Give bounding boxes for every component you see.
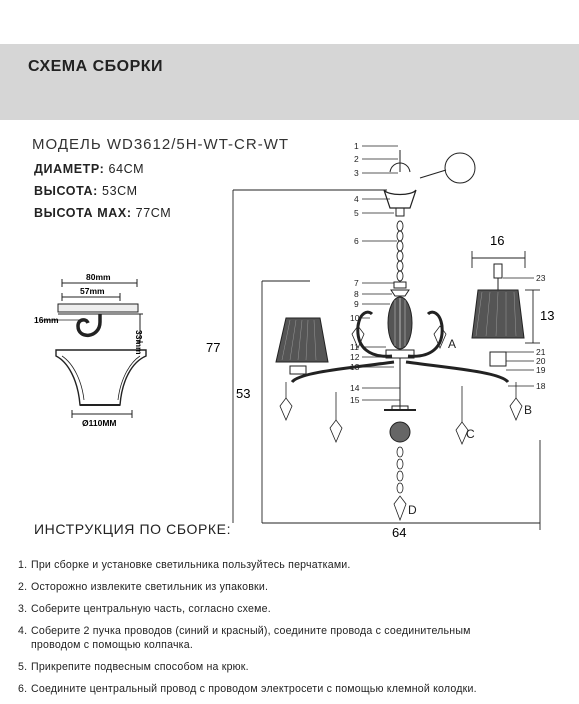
spec-label: ДИАМЕТР: bbox=[34, 162, 105, 176]
chandelier bbox=[275, 150, 525, 522]
part-number: 15 bbox=[350, 395, 360, 405]
dim-shade-height: 13 bbox=[540, 308, 554, 323]
step-number: 4. bbox=[18, 625, 28, 637]
instruction-step: 5.Прикрепите подвесным способом на крюк. bbox=[18, 660, 578, 674]
step-number: 3. bbox=[18, 603, 28, 615]
header-band: СХЕМА СБОРКИ bbox=[0, 44, 579, 120]
step-text: Соедините центральный провод с проводом … bbox=[31, 683, 477, 695]
instruction-step: 4.Соберите 2 пучка проводов (синий и кра… bbox=[18, 624, 578, 652]
spec-value: 64СМ bbox=[108, 162, 145, 176]
dim-shade-width: 16 bbox=[490, 233, 504, 248]
instructions-list: 1.При сборке и установке светильника пол… bbox=[18, 558, 578, 704]
part-number: 13 bbox=[350, 362, 360, 372]
instruction-step: 3.Соберите центральную часть, согласно с… bbox=[18, 602, 578, 616]
spec-label: ВЫСОТА: bbox=[34, 184, 98, 198]
letter-label: C bbox=[466, 427, 475, 441]
step-text: Осторожно извлеките светильник из упаков… bbox=[31, 581, 269, 593]
step-text: Прикрепите подвесным способом на крюк. bbox=[31, 661, 249, 673]
part-number: 11 bbox=[350, 342, 359, 352]
step-number: 2. bbox=[18, 581, 28, 593]
dim-80: 80mm bbox=[86, 272, 111, 282]
spec-value: 53СМ bbox=[102, 184, 138, 198]
dim-16: 16mm bbox=[34, 315, 59, 325]
spec-height-max: ВЫСОТА MAX: 77СМ bbox=[34, 206, 171, 220]
letter-label: A bbox=[448, 337, 456, 351]
instruction-step: 6.Соедините центральный провод с проводо… bbox=[18, 682, 578, 696]
instruction-step: 2.Осторожно извлеките светильник из упак… bbox=[18, 580, 578, 594]
part-number: 9 bbox=[354, 299, 359, 309]
part-number: 2 bbox=[354, 154, 359, 164]
part-number: 3 bbox=[354, 168, 359, 178]
dim-diameter: 64 bbox=[392, 525, 406, 540]
letter-label: D bbox=[408, 503, 417, 517]
spec-height: ВЫСОТА: 53СМ bbox=[34, 184, 138, 198]
step-text: При сборке и установке светильника польз… bbox=[31, 559, 351, 571]
part-number: 6 bbox=[354, 236, 359, 246]
step-text: Соберите 2 пучка проводов (синий и красн… bbox=[31, 625, 471, 637]
dim-57: 57mm bbox=[80, 286, 105, 296]
step-number: 5. bbox=[18, 661, 28, 673]
part-number: 19 bbox=[536, 365, 546, 375]
dimension-lines bbox=[232, 189, 541, 530]
dim-height: 53 bbox=[236, 386, 250, 401]
model-label: МОДЕЛЬ WD3612/5H-WT-CR-WT bbox=[32, 136, 290, 153]
dim-110: Ø110MM bbox=[82, 418, 117, 428]
step-text: Соберите центральную часть, согласно схе… bbox=[31, 603, 271, 615]
part-number: 14 bbox=[350, 383, 360, 393]
instruction-step: 1.При сборке и установке светильника пол… bbox=[18, 558, 578, 572]
page-title: СХЕМА СБОРКИ bbox=[28, 58, 164, 75]
part-number: 21 bbox=[536, 347, 546, 357]
dim-33: 33mm bbox=[134, 330, 144, 355]
spec-value: 77СМ bbox=[135, 206, 172, 220]
part-number: 7 bbox=[354, 278, 359, 288]
step-number: 6. bbox=[18, 683, 28, 695]
part-number: 20 bbox=[536, 356, 546, 366]
instructions-title: ИНСТРУКЦИЯ ПО СБОРКЕ: bbox=[34, 521, 232, 537]
part-number: 1 bbox=[354, 141, 359, 151]
part-number: 4 bbox=[354, 194, 359, 204]
step-number: 1. bbox=[18, 559, 28, 571]
part-number: 18 bbox=[536, 381, 546, 391]
spec-diameter: ДИАМЕТР: 64СМ bbox=[34, 162, 144, 176]
part-number: 23 bbox=[536, 273, 546, 283]
spec-label: ВЫСОТА MAX: bbox=[34, 206, 132, 220]
letter-label: B bbox=[524, 403, 532, 417]
leader-lines bbox=[362, 145, 534, 401]
step-text-continued: проводом с помощью колпачка. bbox=[31, 639, 193, 651]
part-number: 12 bbox=[350, 352, 360, 362]
part-number: 10 bbox=[350, 313, 360, 323]
part-number: 5 bbox=[354, 208, 359, 218]
dim-max-height: 77 bbox=[206, 340, 220, 355]
hook-detail bbox=[40, 279, 147, 418]
part-number: 8 bbox=[354, 289, 359, 299]
